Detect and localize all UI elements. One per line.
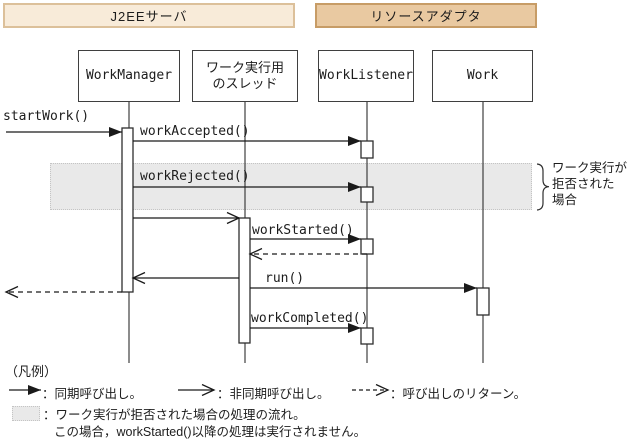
legend-band-line2: この場合，workStarted()以降の処理は実行されません。 bbox=[54, 425, 367, 439]
legend-return-label: ：呼び出しのリターン。 bbox=[390, 387, 527, 401]
resource-adapter-header: リソースアダプタ bbox=[315, 3, 537, 28]
legend-return-arrow-icon bbox=[352, 384, 390, 396]
rejected-annotation-line3: 場合 bbox=[552, 193, 578, 207]
activation-worklistener-started bbox=[360, 238, 374, 255]
rejected-annotation-line2: 拒否された bbox=[552, 177, 615, 191]
message-label-run: run() bbox=[265, 271, 305, 286]
message-label-workaccepted: workAccepted() bbox=[140, 124, 250, 139]
lifeline-box-work-thread: ワーク実行用 のスレッド bbox=[192, 50, 298, 102]
legend-gray-band-swatch bbox=[12, 406, 40, 421]
activation-workmanager bbox=[121, 127, 134, 293]
activation-worklistener-accepted bbox=[360, 140, 374, 159]
annotation-brace bbox=[536, 163, 550, 211]
activation-worklistener-completed bbox=[360, 327, 374, 345]
activation-bars bbox=[121, 127, 490, 345]
activation-work bbox=[476, 287, 490, 316]
legend-title: （凡例） bbox=[5, 364, 58, 379]
activation-worklistener-rejected bbox=[360, 186, 374, 203]
rejected-annotation: ワーク実行が 拒否された 場合 bbox=[552, 160, 627, 208]
message-label-workstarted: workStarted() bbox=[252, 223, 354, 238]
legend-band-line1: ：ワーク実行が拒否された場合の処理の流れ。 bbox=[43, 408, 306, 422]
work-thread-label-line2: のスレッド bbox=[212, 76, 278, 91]
work-thread-label-line1: ワーク実行用 bbox=[205, 60, 284, 75]
legend-sync-label: ：同期呼び出し。 bbox=[42, 387, 143, 401]
activation-work-thread bbox=[238, 217, 251, 344]
message-label-startwork: startWork() bbox=[3, 109, 90, 124]
legend-async-arrow-icon bbox=[178, 384, 216, 396]
message-label-workcompleted: workCompleted() bbox=[251, 311, 369, 326]
j2ee-server-header: J2EEサーバ bbox=[3, 3, 295, 28]
lifeline-box-work: Work bbox=[432, 50, 533, 102]
message-label-workrejected: workRejected() bbox=[140, 169, 250, 184]
lifeline-box-workmanager: WorkManager bbox=[78, 50, 180, 102]
legend-async-label: ：非同期呼び出し。 bbox=[217, 387, 330, 401]
message-arrows bbox=[4, 127, 477, 333]
lifeline-box-worklistener: WorkListener bbox=[318, 50, 414, 102]
legend-sync-arrow-icon bbox=[9, 385, 41, 395]
rejected-annotation-line1: ワーク実行が bbox=[552, 161, 628, 175]
